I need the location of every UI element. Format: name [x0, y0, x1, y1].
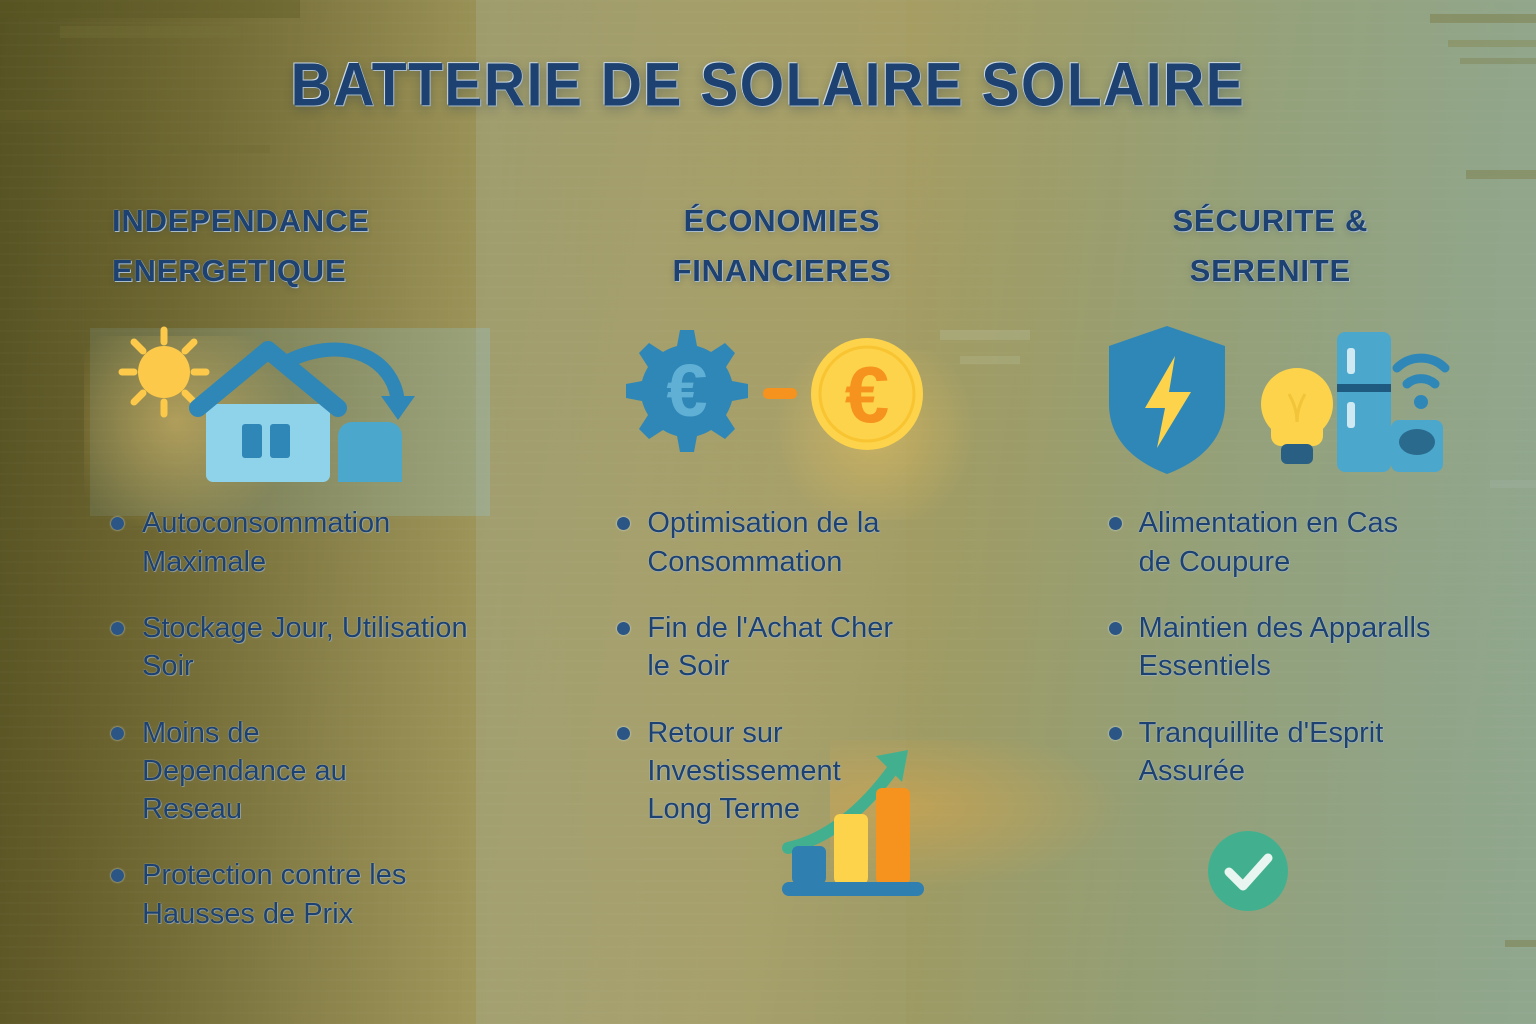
svg-text:€: €	[667, 349, 708, 432]
column-heading-3: SÉCURITE & SERENITE	[1101, 196, 1526, 296]
column-independance-energetique: INDEPENDANCE ENERGETIQUE	[0, 196, 531, 996]
coin-euro-icon: €	[811, 338, 924, 451]
bullet-list-1: Autoconsommation Maximale Stockage Jour,…	[96, 504, 521, 932]
bar-2	[834, 814, 868, 884]
list-item: Tranquillite d'Esprit Assurée	[1101, 714, 1459, 791]
column-securite-serenite: SÉCURITE & SERENITE	[1041, 196, 1536, 996]
svg-text:€: €	[845, 350, 890, 439]
check-badge	[1205, 828, 1291, 914]
wifi-dot-icon	[1413, 395, 1428, 410]
column-heading-3-line1: SÉCURITE &	[1172, 203, 1369, 238]
background-tint-left	[0, 0, 492, 1024]
title-bar: BATTERIE DE SOLAIRE SOLAIRE	[0, 50, 1536, 120]
column-heading-2-line2: FINANCIERES	[672, 253, 892, 289]
column-heading-1: INDEPENDANCE ENERGETIQUE	[96, 196, 521, 296]
wifi-icon	[1392, 354, 1450, 389]
house-icon	[189, 341, 347, 483]
battery-icon	[338, 422, 402, 483]
page-title: BATTERIE DE SOLAIRE SOLAIRE	[290, 50, 1246, 120]
gear-euro-icon: €	[626, 330, 749, 453]
list-item: Optimisation de la Consommation	[609, 504, 937, 581]
bar-chart-svg	[782, 750, 924, 896]
column-heading-2: ÉCONOMIES FINANCIERES	[605, 196, 1030, 296]
refrigerator-icon	[1336, 332, 1443, 473]
shield-appliances-illustration	[1108, 326, 1450, 475]
list-item: Protection contre les Hausses de Prix	[96, 856, 521, 933]
column-economies-financieres: ÉCONOMIES FINANCIERES €	[531, 196, 1040, 996]
gear-coin-illustration: € €	[626, 330, 924, 453]
column-heading-3-line2: SERENITE	[1189, 253, 1352, 289]
dash-icon	[763, 388, 798, 400]
bar-1	[792, 846, 826, 884]
icon-group-savings: € €	[605, 320, 1030, 492]
bullet-list-3: Alimentation en Cas de Coupure Maintien …	[1101, 504, 1526, 790]
bar-3	[876, 788, 910, 884]
column-heading-2-line1: ÉCONOMIES	[683, 203, 881, 238]
list-item: Fin de l'Achat Cher le Soir	[609, 609, 897, 686]
house-solar-battery-illustration	[118, 326, 415, 483]
column-heading-1-line1: INDEPENDANCE	[112, 203, 370, 238]
check-circle-icon	[1208, 831, 1288, 911]
shield-bolt-icon	[1108, 326, 1225, 475]
lightbulb-icon	[1260, 368, 1333, 465]
curved-arrow-icon	[279, 342, 415, 421]
icon-group-energy	[96, 320, 521, 492]
list-item: Retour sur Investissement Long Terme	[609, 714, 892, 829]
list-item: Autoconsommation Maximale	[96, 504, 521, 581]
columns-container: INDEPENDANCE ENERGETIQUE	[0, 196, 1536, 996]
column-heading-1-line2: ENERGETIQUE	[112, 253, 347, 289]
sun-icon	[118, 326, 210, 418]
list-item: Stockage Jour, Utilisation Soir	[96, 609, 521, 686]
list-item: Moins de Dependance au Reseau	[96, 714, 372, 829]
chart-baseline	[782, 882, 924, 896]
list-item: Alimentation en Cas de Coupure	[1101, 504, 1419, 581]
list-item: Maintien des Apparalls Essentiels	[1101, 609, 1469, 686]
icon-group-security	[1101, 320, 1526, 492]
bullet-list-2: Optimisation de la Consommation Fin de l…	[605, 504, 1030, 828]
growth-bar-chart	[780, 736, 930, 901]
